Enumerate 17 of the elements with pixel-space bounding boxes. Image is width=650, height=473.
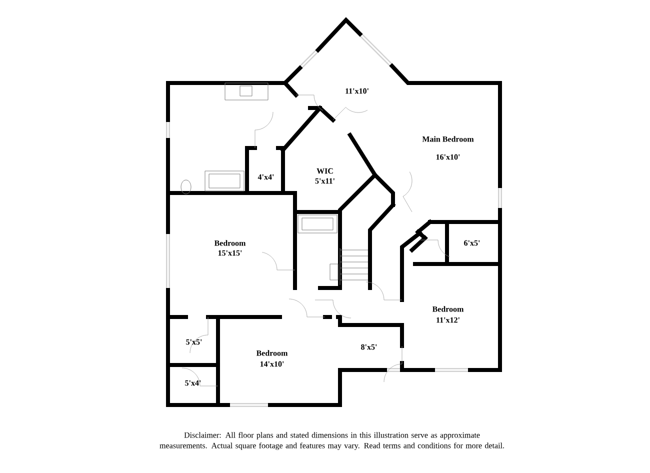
room-label: 5'x4' xyxy=(185,380,201,386)
room-label: 6'x5' xyxy=(464,240,480,246)
room-label: Bedroom xyxy=(214,240,246,246)
room-label: 11'x10' xyxy=(346,88,368,94)
room-label: WIC xyxy=(316,168,333,174)
room-label: 16'x10' xyxy=(436,154,460,160)
room-label: Main Bedroom xyxy=(422,136,474,142)
room-label: Bedroom xyxy=(256,350,288,356)
disclaimer-text: Disclaimer: All floor plans and stated dimensions in this illustration serve as approximate measurements. Actual square footage and features may vary. Read terms and conditions for more detail. xyxy=(160,432,504,450)
room-label: 5'x11' xyxy=(315,178,334,184)
room-label: 15'x15' xyxy=(218,250,242,256)
room-label: 14'x10' xyxy=(260,361,284,367)
room-label: Bedroom xyxy=(432,306,464,312)
room-label: 11'x12' xyxy=(436,317,460,323)
room-label: 5'x5' xyxy=(186,339,202,345)
room-label: 4'x4' xyxy=(258,174,274,180)
room-label: 8'x5' xyxy=(361,344,377,350)
